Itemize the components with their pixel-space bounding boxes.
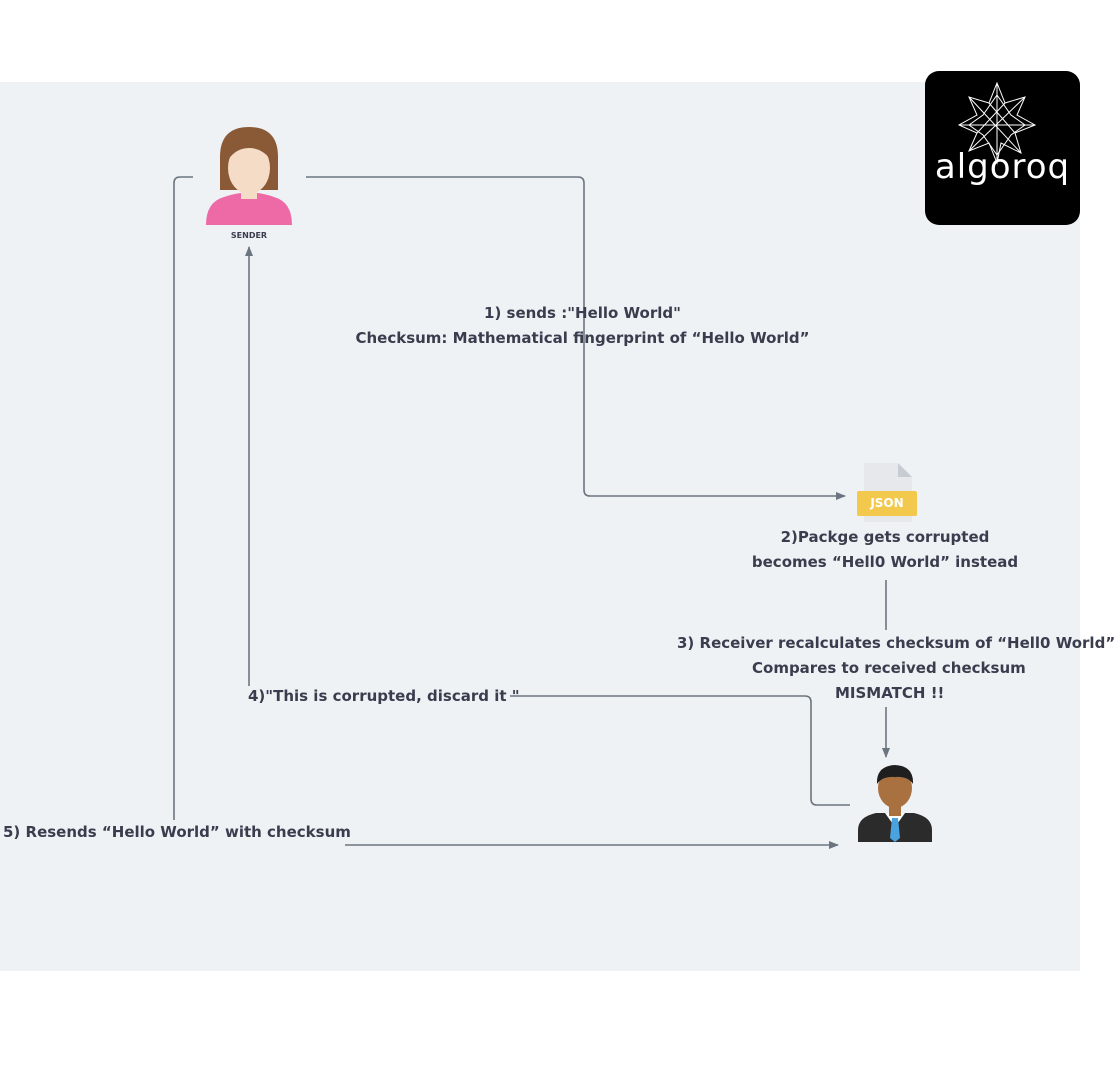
step-3-line-1: 3) Receiver recalculates checksum of “He… xyxy=(677,634,1115,652)
step-2-line-2: becomes “Hell0 World” instead xyxy=(751,553,1019,571)
step-2-line-1: 2)Packge gets corrupted xyxy=(780,528,990,546)
connector-discard xyxy=(510,695,850,806)
step-5-label: 5) Resends “Hello World” with checksum xyxy=(3,823,351,841)
diagram-canvas: SENDER JSON 1) sends :"Hello World" Chec… xyxy=(0,82,1115,971)
logo-wordmark: algoroq xyxy=(934,147,1071,187)
step-1-line-1: 1) sends :"Hello World" xyxy=(484,304,681,322)
step-1-label: 1) sends :"Hello World" Checksum: Mathem… xyxy=(300,301,865,351)
step-1-line-2: Checksum: Mathematical fingerprint of “H… xyxy=(355,329,810,347)
step-3-line-3: MISMATCH !! xyxy=(835,684,945,702)
connector-send xyxy=(306,176,846,500)
sender-caption: SENDER xyxy=(230,231,268,240)
connector-resend-top xyxy=(173,176,193,820)
json-badge: JSON xyxy=(870,496,904,510)
step-2-label: 2)Packge gets corrupted becomes “Hell0 W… xyxy=(730,525,1040,575)
connector-lines xyxy=(173,127,932,849)
json-file-icon xyxy=(857,463,917,522)
step-3-label: 3) Receiver recalculates checksum of “He… xyxy=(677,631,1115,706)
step-3-line-2: Compares to received checksum xyxy=(752,659,1026,677)
star-emblem-icon xyxy=(957,81,1037,165)
algoroq-logo: algoroq xyxy=(925,71,1080,225)
step-4-label: 4)"This is corrupted, discard it " xyxy=(248,687,520,705)
sender-avatar-icon xyxy=(206,127,292,225)
receiver-avatar-icon xyxy=(858,765,932,842)
